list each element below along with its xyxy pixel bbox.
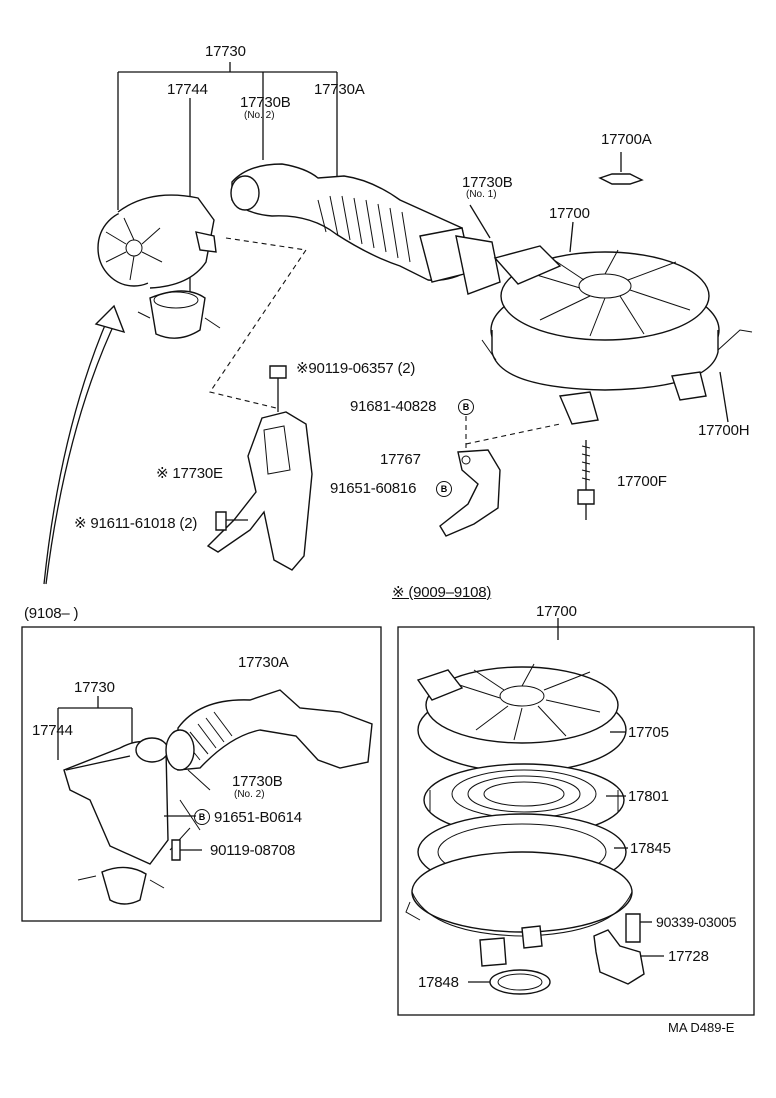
label-17730B-no1: 17730B <box>462 174 513 191</box>
label-91681-40828: 91681-40828 <box>350 398 437 415</box>
reference-arrow <box>43 304 126 585</box>
wing-nut-17700A <box>598 152 644 185</box>
leaders-top <box>469 204 729 423</box>
label-left-17730: 17730 <box>74 679 115 696</box>
label-left-range: (9108– ) <box>24 605 79 622</box>
label-left-17730B: 17730B <box>232 773 283 790</box>
label-91611-61018: ※ 91611-61018 (2) <box>74 515 198 532</box>
label-17700F: 17700F <box>617 473 667 490</box>
label-17845: 17845 <box>630 840 671 857</box>
label-17728: 17728 <box>668 948 709 965</box>
bracket-17730E <box>206 365 313 571</box>
right-box-exploded-air-cleaner <box>405 663 664 995</box>
label-left-no2: (No. 2) <box>234 789 265 800</box>
diagram-code: MA D489-E <box>668 1020 735 1035</box>
air-cleaner-17700 <box>481 245 753 425</box>
label-17705: 17705 <box>628 724 669 741</box>
label-no1: (No. 1) <box>466 189 497 200</box>
label-left-17744: 17744 <box>32 722 73 739</box>
circle-b-marker: B <box>458 399 474 415</box>
label-right-range: ※ (9009–9108) <box>392 584 492 601</box>
label-17730: 17730 <box>205 43 246 60</box>
left-box-frame <box>21 626 382 922</box>
intake-housing-17744 <box>97 194 221 339</box>
left-box-parts <box>57 689 373 905</box>
label-17801: 17801 <box>628 788 669 805</box>
intake-hose-17730A <box>230 163 501 295</box>
label-17730B-no2: 17730B <box>240 94 291 111</box>
dashed-connectors <box>209 237 561 452</box>
label-17730E: ※ 17730E <box>156 465 223 482</box>
label-90119-08708: 90119-08708 <box>210 842 296 859</box>
label-left-17730A: 17730A <box>238 654 289 671</box>
label-right-17700: 17700 <box>536 603 577 620</box>
label-no2: (No. 2) <box>244 110 275 121</box>
label-91651-60816: 91651-60816 <box>330 480 417 497</box>
label-90119-06357: ※90119-06357 (2) <box>296 360 416 377</box>
label-90339-03005: 90339-03005 <box>656 914 737 930</box>
label-17700A: 17700A <box>601 131 652 148</box>
stud-17700F <box>577 440 595 520</box>
label-17700: 17700 <box>549 205 590 222</box>
right-box-frame <box>397 626 755 1016</box>
label-17730A: 17730A <box>314 81 365 98</box>
label-17767: 17767 <box>380 451 421 468</box>
circle-b-marker: B <box>436 481 452 497</box>
label-91651-B0614: 91651-B0614 <box>214 809 302 826</box>
label-17700H: 17700H <box>698 422 750 439</box>
label-17744: 17744 <box>167 81 208 98</box>
bracket-17767 <box>439 449 501 537</box>
circle-b-marker: B <box>194 809 210 825</box>
label-17848: 17848 <box>418 974 459 991</box>
